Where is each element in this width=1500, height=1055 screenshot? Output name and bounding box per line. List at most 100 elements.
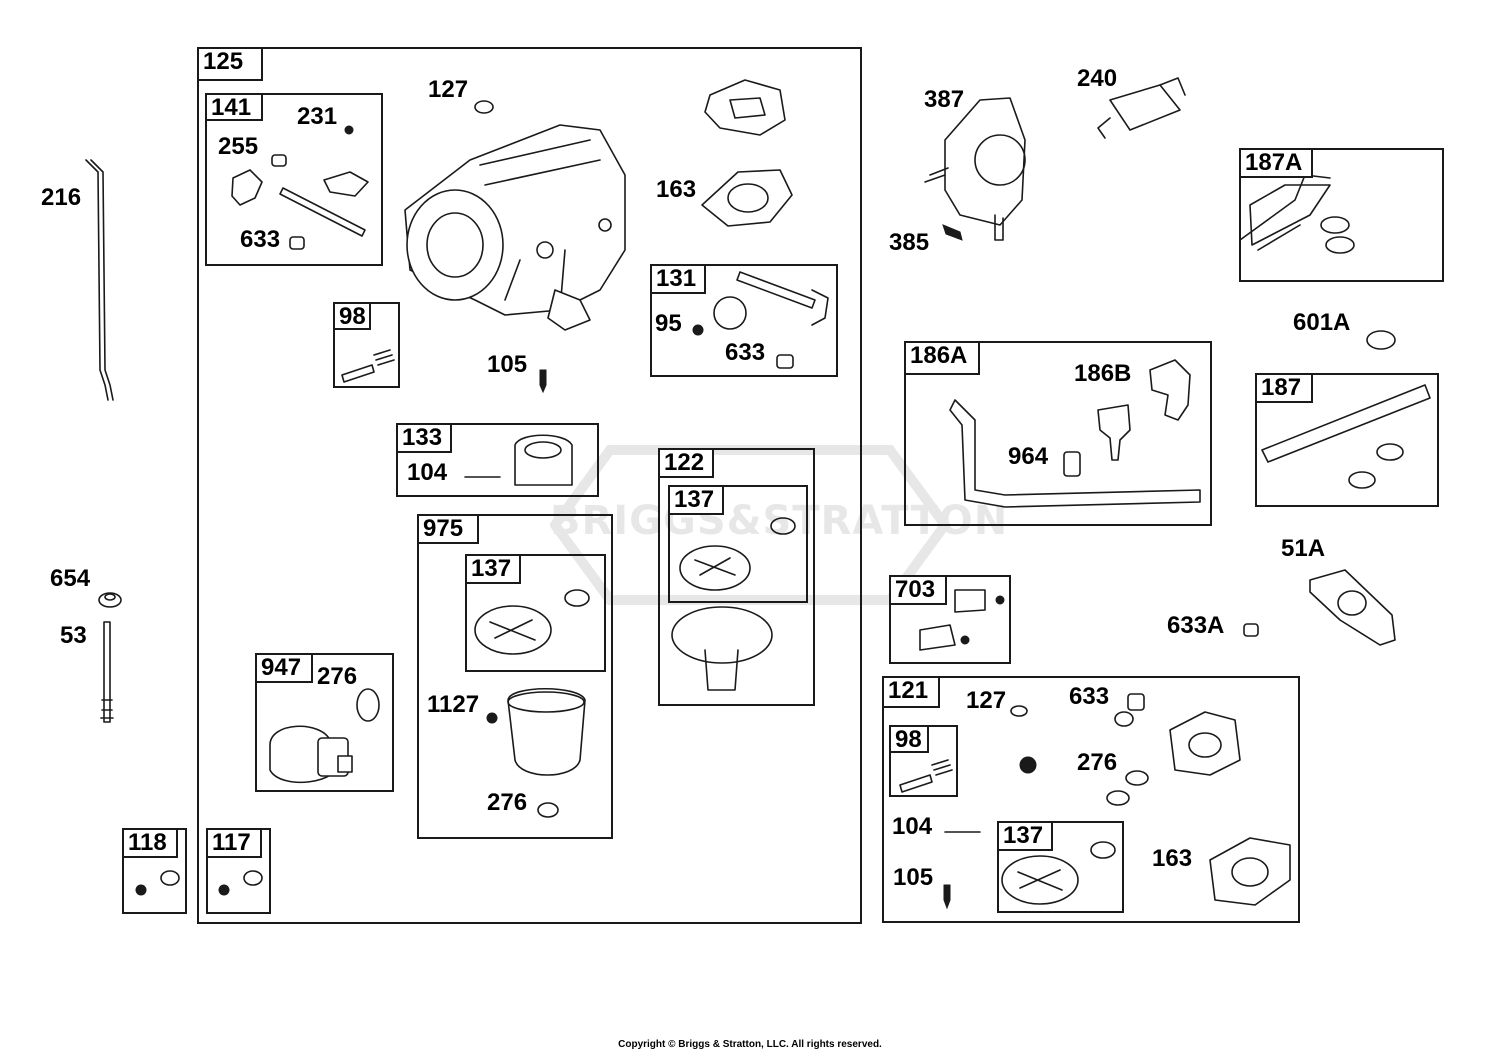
callout-186b: 186B [1074, 360, 1132, 387]
box-label-187: 187 [1255, 373, 1313, 403]
fuel-filter-240 [1097, 77, 1186, 139]
callout-95: 95 [655, 310, 682, 337]
box-186a: 186A [904, 341, 1212, 526]
sleeve-964 [1063, 451, 1081, 477]
carburetor-body-125 [404, 124, 626, 331]
gasket-137-c [1001, 855, 1079, 905]
callout-255: 255 [218, 133, 259, 160]
needle-105-b [943, 884, 951, 910]
callout-53: 53 [60, 622, 87, 649]
callout-51a: 51A [1281, 535, 1326, 562]
box-label-141: 141 [205, 93, 263, 121]
box-131: 131 [650, 264, 838, 377]
callout-105-b: 105 [893, 864, 934, 891]
box-98-a: 98 [333, 302, 400, 388]
screw-385 [942, 224, 963, 241]
bushing-633a [1243, 623, 1259, 637]
float-133 [514, 434, 573, 486]
box-label-125: 125 [197, 47, 263, 81]
box-label-186a: 186A [904, 341, 980, 375]
callout-276-c: 276 [1077, 749, 1118, 776]
gasket-ring-137-a [770, 517, 796, 535]
box-label-137-c: 137 [997, 821, 1053, 851]
clip-703-2 [919, 624, 956, 651]
clamp-601a [1366, 330, 1396, 350]
washer-276-a [356, 688, 380, 722]
hose-186a [949, 399, 1201, 508]
washer-276-c2 [1106, 790, 1130, 806]
spacer-633-d [1114, 711, 1134, 727]
clamp-187-2 [1348, 471, 1376, 489]
callout-216: 216 [41, 184, 82, 211]
box-label-703: 703 [889, 575, 947, 605]
box-122: 122 [658, 448, 815, 706]
callout-276-b: 276 [487, 789, 528, 816]
stud-53 [100, 621, 114, 723]
plate-141 [323, 171, 369, 197]
elbow-186b [1149, 359, 1191, 421]
box-118: 118 [122, 828, 187, 914]
callout-276-a: 276 [317, 663, 358, 690]
callout-601a: 601A [1293, 309, 1351, 336]
callout-104-b: 104 [892, 813, 933, 840]
clip-703-1 [954, 589, 986, 613]
linkage-rod-216 [85, 159, 114, 401]
callout-1127: 1127 [427, 691, 480, 718]
gasket-ring-137-c [1090, 841, 1116, 859]
hose-187a [1249, 184, 1331, 246]
needle-105-a [539, 369, 547, 394]
box-121: 121 [882, 676, 1300, 923]
box-187a: 187A [1239, 148, 1444, 282]
screw-118 [135, 884, 147, 896]
box-label-947: 947 [255, 653, 313, 683]
o-ring-127-b [1010, 705, 1028, 717]
box-label-117: 117 [206, 828, 262, 858]
watermark-text: BRIGGS&STRATTON [550, 498, 1009, 544]
callout-231: 231 [297, 103, 338, 130]
throttle-shaft-131 [736, 271, 816, 309]
box-141: 141 [205, 93, 383, 266]
idle-screw-98-b [899, 759, 953, 793]
box-947: 947 [255, 653, 394, 792]
screw-117 [218, 884, 230, 896]
float-bowl-base-122 [671, 606, 773, 664]
gasket-121 [1169, 711, 1241, 776]
callout-127-b: 127 [966, 687, 1007, 714]
spring-121 [1019, 756, 1037, 774]
box-125: 125 [197, 47, 862, 924]
box-label-187a: 187A [1239, 148, 1313, 178]
hose-187 [1261, 384, 1431, 463]
callout-104-a: 104 [407, 459, 448, 486]
callout-163-a: 163 [656, 176, 697, 203]
box-label-118: 118 [122, 828, 178, 858]
callout-240: 240 [1077, 65, 1118, 92]
box-label-133: 133 [396, 423, 452, 453]
gasket-163-top [704, 79, 786, 136]
lever-plate-141 [231, 169, 263, 206]
box-label-137-b: 137 [465, 554, 521, 584]
gasket-163-b [1209, 837, 1291, 906]
solenoid-947 [269, 725, 353, 784]
box-137-a: 137 [668, 485, 808, 603]
box-133: 133 [396, 423, 599, 497]
callout-633-a: 633 [240, 226, 281, 253]
box-label-98-b: 98 [889, 725, 929, 753]
callout-964: 964 [1008, 443, 1049, 470]
idle-screw-98-a [341, 349, 395, 383]
box-975: 975 [417, 514, 613, 839]
callout-163-b: 163 [1152, 845, 1193, 872]
callout-387: 387 [924, 86, 965, 113]
gasket-ring-137-b [564, 589, 590, 607]
fitting-186a [1097, 404, 1131, 461]
box-label-131: 131 [650, 264, 706, 294]
box-187: 187 [1255, 373, 1439, 507]
clamp-187a-1 [1320, 216, 1350, 234]
box-label-975: 975 [417, 514, 479, 544]
callout-385: 385 [889, 229, 930, 256]
callout-654: 654 [50, 565, 91, 592]
callout-105-a: 105 [487, 351, 528, 378]
washer-276-b [537, 802, 559, 818]
bushing-633-a [289, 236, 305, 250]
screw-231 [344, 125, 354, 135]
box-137-b: 137 [465, 554, 606, 672]
